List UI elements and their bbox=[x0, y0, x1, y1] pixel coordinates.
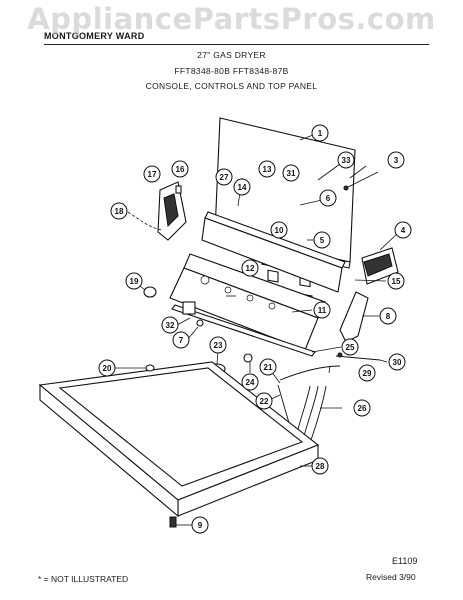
end-cap-left-part bbox=[157, 181, 187, 241]
callout-23: 23 bbox=[209, 336, 227, 354]
callout-32: 32 bbox=[161, 316, 179, 334]
svg-text:23: 23 bbox=[214, 341, 223, 350]
callout-12: 12 bbox=[241, 259, 259, 277]
watermark-text: AppliancePartsPros.com bbox=[27, 2, 436, 36]
callout-22: 22 bbox=[255, 392, 273, 410]
svg-text:6: 6 bbox=[326, 194, 331, 203]
svg-text:12: 12 bbox=[246, 264, 255, 273]
callout-31: 31 bbox=[282, 164, 300, 182]
clip-16-part bbox=[175, 185, 182, 194]
console-face-part bbox=[169, 253, 326, 351]
callout-18: 18 bbox=[110, 202, 128, 220]
svg-text:8: 8 bbox=[386, 312, 391, 321]
callout-17: 17 bbox=[143, 165, 161, 183]
callout-4: 4 bbox=[394, 221, 412, 239]
callout-28: 28 bbox=[311, 457, 329, 475]
section-title: CONSOLE, CONTROLS AND TOP PANEL bbox=[145, 81, 318, 91]
trim-strip-part bbox=[171, 304, 316, 357]
svg-text:17: 17 bbox=[148, 170, 157, 179]
callout-7: 7 bbox=[172, 331, 190, 349]
callout-27: 27 bbox=[215, 168, 233, 186]
svg-text:14: 14 bbox=[238, 183, 247, 192]
svg-text:3: 3 bbox=[394, 156, 399, 165]
callout-16: 16 bbox=[171, 160, 189, 178]
svg-text:4: 4 bbox=[401, 226, 406, 235]
callout-3: 3 bbox=[387, 151, 405, 169]
callout-9: 9 bbox=[191, 516, 209, 534]
callout-15: 15 bbox=[387, 272, 405, 290]
svg-text:26: 26 bbox=[358, 404, 367, 413]
model-numbers: FFT8348-80B FFT8348-87B bbox=[174, 66, 289, 76]
end-cap-right-part bbox=[339, 291, 369, 343]
top-panel-part bbox=[38, 361, 320, 518]
rear-channel-part bbox=[201, 211, 346, 293]
svg-text:13: 13 bbox=[263, 165, 272, 174]
svg-text:18: 18 bbox=[115, 207, 124, 216]
callout-14: 14 bbox=[233, 178, 251, 196]
callout-26: 26 bbox=[353, 399, 371, 417]
svg-text:31: 31 bbox=[287, 169, 296, 178]
callout-6: 6 bbox=[319, 189, 337, 207]
svg-text:33: 33 bbox=[342, 156, 351, 165]
callout-1: 1 bbox=[311, 124, 329, 142]
svg-text:7: 7 bbox=[179, 336, 184, 345]
screw-9-part bbox=[169, 516, 192, 528]
diagram-code: E1109 bbox=[392, 556, 418, 566]
svg-text:28: 28 bbox=[316, 462, 325, 471]
header-rule bbox=[44, 44, 429, 45]
brand-title: MONTGOMERY WARD bbox=[44, 31, 145, 41]
svg-text:1: 1 bbox=[318, 129, 323, 138]
callout-11: 11 bbox=[313, 301, 331, 319]
svg-text:20: 20 bbox=[103, 364, 112, 373]
callout-5: 5 bbox=[313, 231, 331, 249]
model-type: 27" GAS DRYER bbox=[197, 50, 266, 60]
svg-text:5: 5 bbox=[320, 236, 325, 245]
callout-10: 10 bbox=[270, 221, 288, 239]
svg-text:29: 29 bbox=[363, 369, 372, 378]
screw-3-part bbox=[343, 171, 379, 191]
callout-29: 29 bbox=[358, 364, 376, 382]
svg-text:30: 30 bbox=[393, 358, 402, 367]
svg-text:9: 9 bbox=[198, 521, 203, 530]
screw-20-part bbox=[115, 364, 155, 372]
svg-text:32: 32 bbox=[166, 321, 175, 330]
svg-text:10: 10 bbox=[275, 226, 284, 235]
callout-25: 25 bbox=[341, 338, 359, 356]
svg-text:27: 27 bbox=[220, 173, 229, 182]
callout-24: 24 bbox=[241, 373, 259, 391]
revision-date: Revised 3/90 bbox=[366, 572, 416, 582]
callout-20: 20 bbox=[98, 359, 116, 377]
svg-text:19: 19 bbox=[130, 277, 139, 286]
callout-30: 30 bbox=[388, 353, 406, 371]
svg-text:24: 24 bbox=[246, 378, 255, 387]
callout-33: 33 bbox=[337, 151, 355, 169]
timer-part bbox=[361, 232, 399, 285]
callout-21: 21 bbox=[259, 358, 277, 376]
svg-text:21: 21 bbox=[264, 363, 273, 372]
footer-note: * = NOT ILLUSTRATED bbox=[38, 574, 129, 584]
callout-13: 13 bbox=[258, 160, 276, 178]
svg-text:16: 16 bbox=[176, 165, 185, 174]
callout-8: 8 bbox=[379, 307, 397, 325]
callout-19: 19 bbox=[125, 272, 143, 290]
svg-text:11: 11 bbox=[318, 306, 327, 315]
svg-text:22: 22 bbox=[260, 397, 269, 406]
svg-text:15: 15 bbox=[392, 277, 401, 286]
svg-text:25: 25 bbox=[346, 343, 355, 352]
